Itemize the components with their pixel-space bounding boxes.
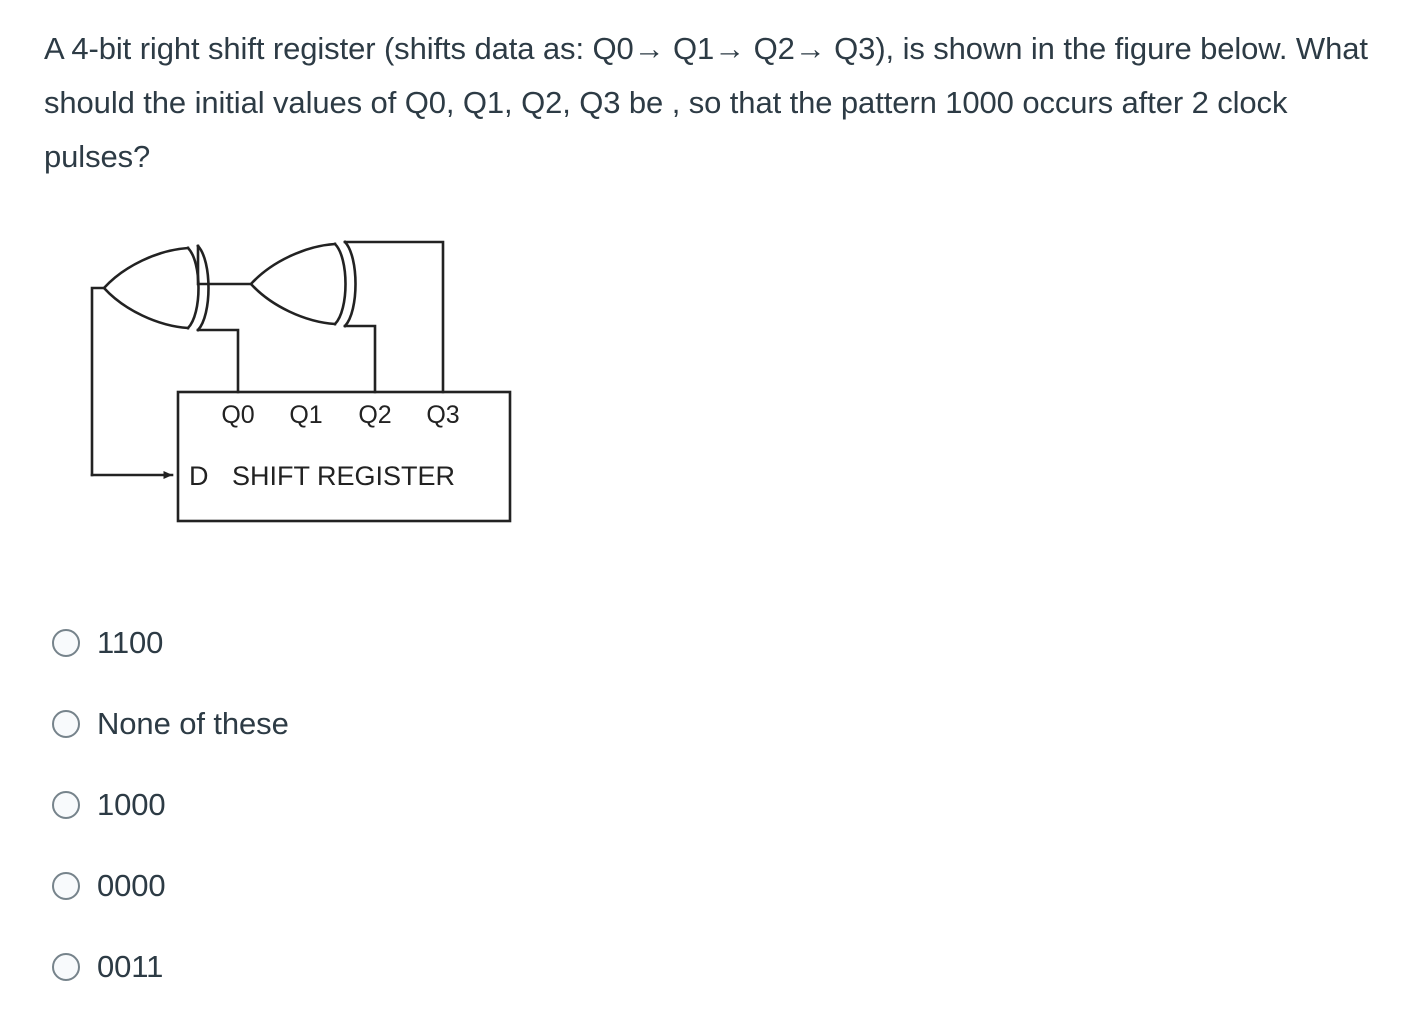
option-label-none-of-these: None of these [97, 705, 289, 741]
input-label-d: D [189, 461, 209, 491]
output-label-q0: Q0 [221, 401, 254, 429]
output-label-q2: Q2 [358, 401, 391, 429]
output-label-q1: Q1 [289, 401, 322, 429]
block-label-shift-register: SHIFT REGISTER [232, 461, 455, 491]
option-label-0011: 0011 [97, 948, 164, 984]
circuit-diagram: Q0 Q1 Q2 Q3 D SHIFT REGISTER [80, 240, 560, 540]
option-row-1000[interactable]: 1000 [46, 764, 946, 845]
xor-gate-1-inner-arc [186, 246, 200, 330]
option-label-1100: 1100 [97, 624, 164, 660]
question-text: A 4-bit right shift register (shifts dat… [44, 31, 1377, 174]
shift-register-block [176, 390, 512, 523]
xor-gate-1-outer-arc [196, 244, 210, 332]
option-label-1000: 1000 [97, 786, 166, 822]
output-label-q3: Q3 [426, 401, 459, 429]
xor-gate-2-inner-arc [333, 242, 347, 326]
answer-options-list: 1100 None of these 1000 0000 0011 [46, 602, 946, 1007]
option-row-0000[interactable]: 0000 [46, 845, 946, 926]
xor-gate-2-body [249, 242, 337, 326]
option-row-0011[interactable]: 0011 [46, 926, 946, 1007]
xor-gate-1-body [102, 246, 190, 330]
wire-xor2-output-to-xor1-input [196, 244, 253, 286]
radio-button-0011[interactable] [52, 952, 80, 981]
radio-button-1000[interactable] [52, 790, 80, 819]
wire-q3-to-xor2-input [343, 240, 445, 394]
wire-xor1-output-to-left-bus [90, 286, 106, 477]
xor-gate-2-outer-arc [343, 240, 357, 328]
option-row-1100[interactable]: 1100 [46, 602, 946, 683]
wire-q2-to-xor2-input [343, 324, 377, 394]
option-label-0000: 0000 [97, 867, 166, 903]
wire-q0-to-xor1-input [196, 328, 240, 394]
radio-button-1100[interactable] [52, 628, 80, 657]
shift-register-schematic: Q0 Q1 Q2 Q3 D SHIFT REGISTER [90, 240, 512, 523]
radio-button-none-of-these[interactable] [52, 709, 80, 738]
option-row-none-of-these[interactable]: None of these [46, 683, 946, 764]
radio-button-0000[interactable] [52, 871, 80, 900]
